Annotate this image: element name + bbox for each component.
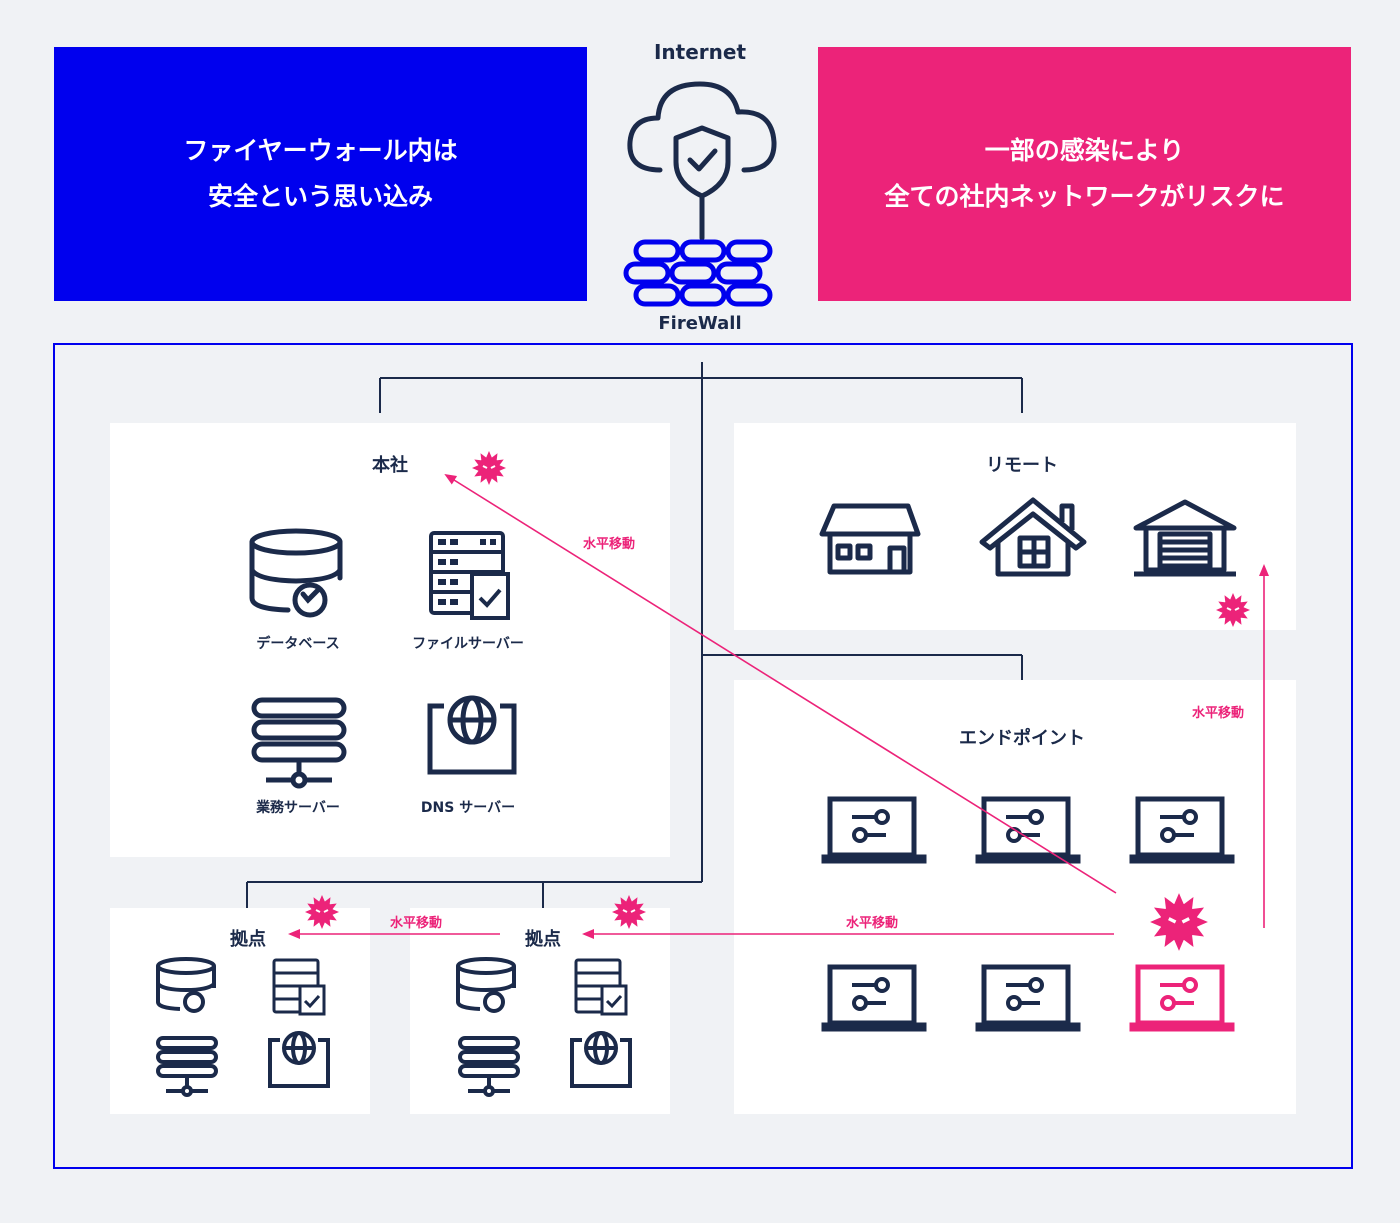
garage-icon [1133,499,1237,577]
endpoint-title: エンドポイント [959,728,1085,749]
internet-label: Internet [653,40,747,64]
remote-title: リモート [986,455,1058,476]
dns-server-icon [427,695,517,775]
branch2-title: 拠点 [525,929,561,950]
virus-icon [611,894,647,930]
house-icon [819,503,921,575]
lateral-movement-label: 水平移動 [390,916,443,931]
file-server-icon [429,531,510,620]
home-icon [979,497,1087,577]
misconception-line2: 安全という思い込み [207,182,433,211]
misconception-box: ファイヤーウォール内は 安全という思い込み [54,47,587,301]
database-icon [249,528,343,618]
risk-box: 一部の感染により 全ての社内ネットワークがリスクに [818,47,1351,301]
virus-icon [1215,592,1251,628]
risk-line1: 一部の感染により [984,136,1185,165]
hq-item-label: ファイルサーバー [412,636,524,652]
lateral-movement-label: 水平移動 [846,916,899,931]
business-server-icon [251,697,347,789]
misconception-line1: ファイヤーウォール内は [183,136,458,165]
hq-panel [110,423,670,857]
virus-icon [1148,891,1210,953]
hq-item-label: DNS サーバー [420,800,516,816]
branch1-title: 拠点 [230,929,266,950]
virus-icon [471,450,507,486]
firewall-label: FireWall [658,313,742,334]
firewall-icon [623,239,773,307]
risk-line2: 全ての社内ネットワークがリスクに [884,182,1285,211]
hq-title: 本社 [372,455,408,476]
virus-icon [304,894,340,930]
cloud-shield-icon [627,81,777,241]
lateral-movement-label: 水平移動 [1192,706,1245,721]
internet-firewall-graphic [623,81,777,307]
hq-item-label: データベース [256,636,340,652]
lateral-movement-label: 水平移動 [583,537,636,552]
hq-item-label: 業務サーバー [256,800,340,816]
internal-network-boundary [53,343,1353,1169]
endpoint-panel [734,680,1296,1114]
